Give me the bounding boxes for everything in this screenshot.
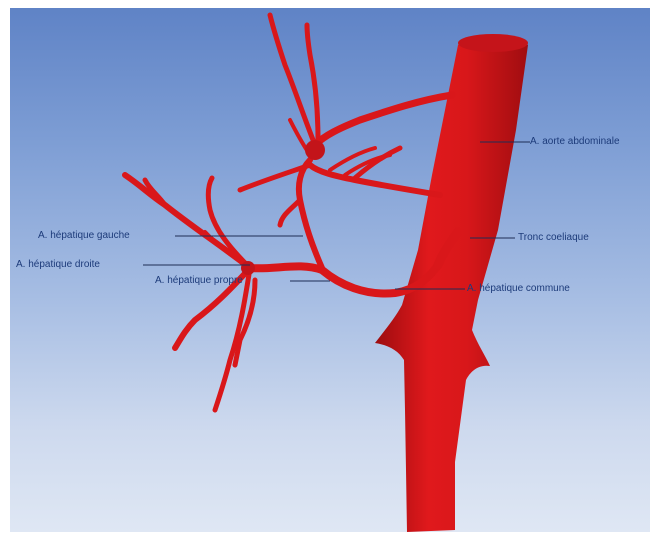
ascending-branch bbox=[280, 200, 300, 225]
label-common-hepatic: A. hépatique commune bbox=[467, 283, 570, 295]
label-aorta: A. aorte abdominale bbox=[530, 136, 620, 148]
vessel-junction bbox=[305, 140, 325, 160]
vessel-junction-2 bbox=[241, 261, 255, 275]
label-left-hepatic: A. hépatique gauche bbox=[38, 230, 130, 242]
label-proper-hepatic: A. hépatique propre bbox=[155, 275, 243, 287]
splenic-artery bbox=[315, 95, 452, 145]
proper-hepatic-artery bbox=[299, 160, 322, 268]
left-hepatic-artery bbox=[125, 175, 250, 268]
label-right-hepatic: A. hépatique droite bbox=[16, 259, 100, 271]
aorta-top-opening bbox=[458, 34, 528, 52]
label-celiac-trunk: Tronc coeliaque bbox=[518, 232, 589, 244]
